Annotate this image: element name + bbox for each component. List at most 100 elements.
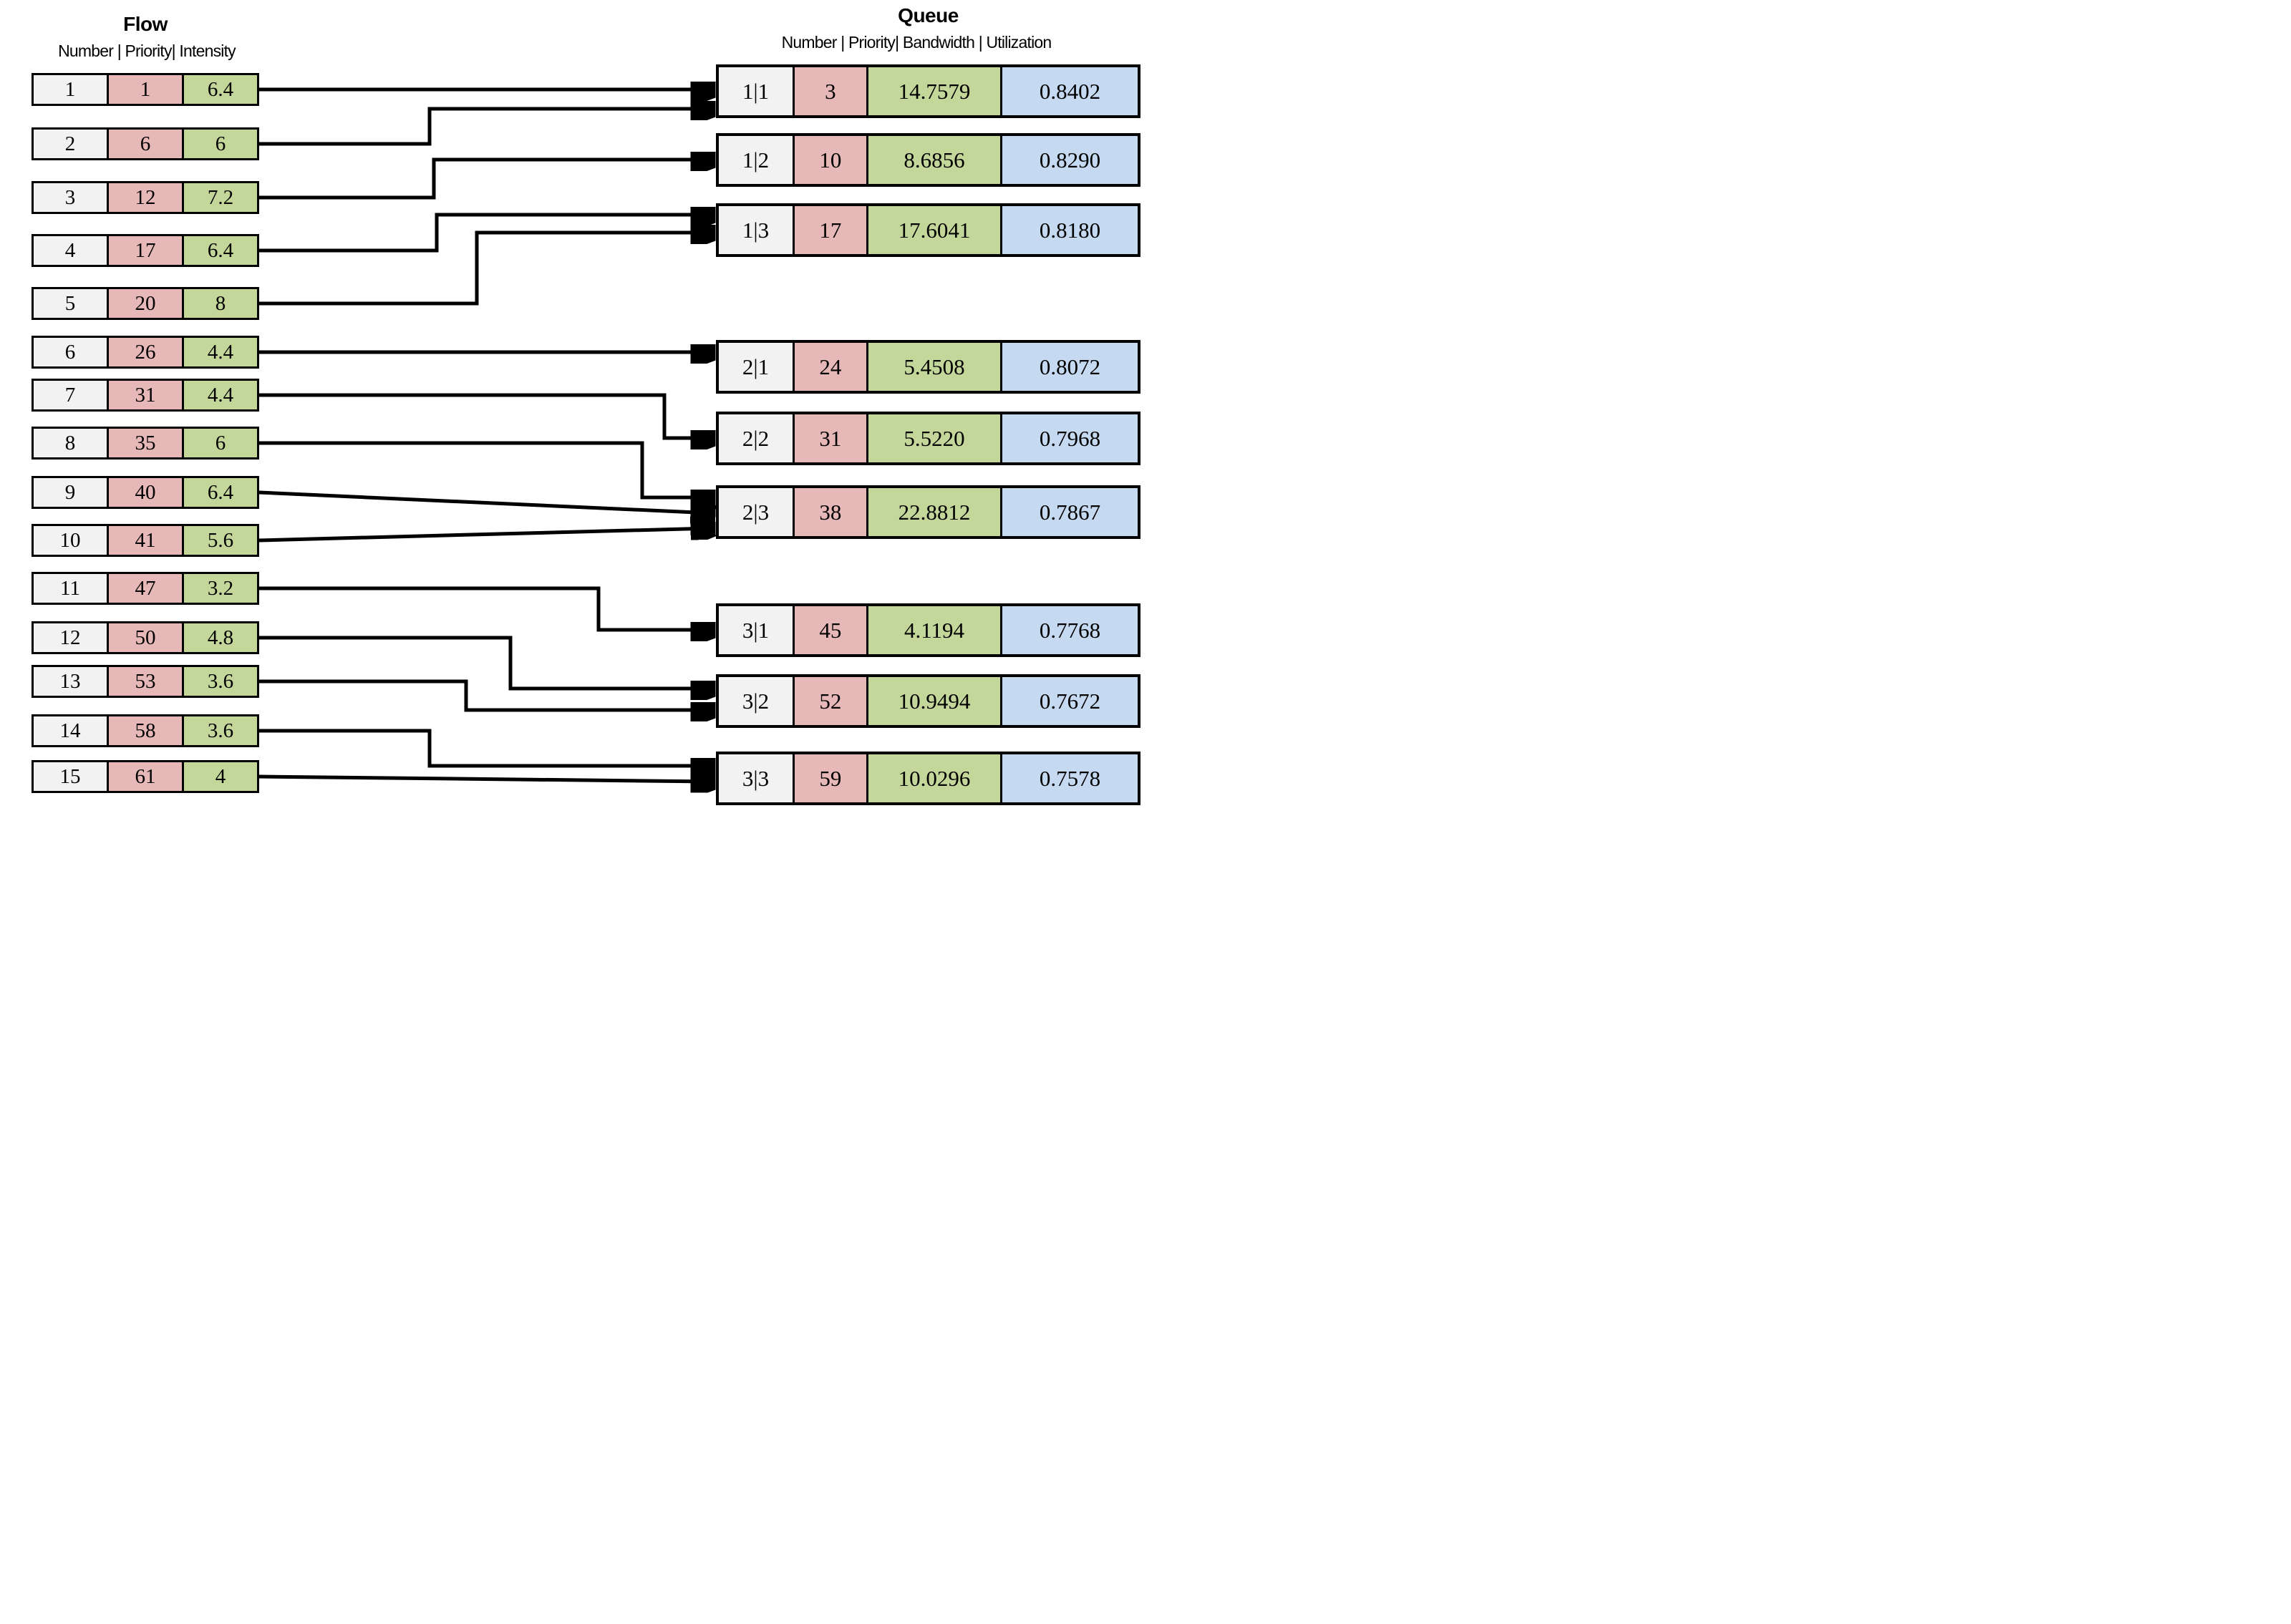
- queue-number-cell: 1|1: [719, 67, 793, 115]
- flow-row-4: 4 17 6.4: [32, 234, 259, 267]
- flow-intensity-cell: 3.6: [182, 716, 257, 745]
- arrow-flow11-queue3-1: [259, 586, 712, 630]
- queue-bandwidth-cell: 8.6856: [866, 136, 1001, 184]
- arrow-flow7-queue2-2: [259, 393, 712, 438]
- flow-priority-cell: 53: [107, 667, 182, 696]
- flow-queue-diagram: Flow Number | Priority| Intensity Queue …: [0, 0, 1146, 812]
- flow-intensity-cell: 6.4: [182, 478, 257, 507]
- queue-priority-cell: 52: [792, 677, 866, 725]
- queue-number-cell: 1|2: [719, 136, 793, 184]
- queue-utilization-cell: 0.7672: [1000, 677, 1138, 725]
- flow-number-cell: 1: [34, 75, 107, 104]
- flow-intensity-cell: 4: [182, 762, 257, 791]
- queue-utilization-cell: 0.7968: [1000, 414, 1138, 462]
- flow-number-cell: 12: [34, 623, 107, 652]
- queue-row-1-3: 1|3 17 17.6041 0.8180: [716, 203, 1140, 257]
- flow-priority-cell: 47: [107, 574, 182, 603]
- arrow-flow10-queue2-3: [258, 528, 712, 543]
- flow-row-8: 8 35 6: [32, 427, 259, 460]
- flow-number-cell: 11: [34, 574, 107, 603]
- flow-intensity-cell: 6: [182, 429, 257, 457]
- queue-row-1-2: 1|2 10 8.6856 0.8290: [716, 133, 1140, 187]
- flow-priority-cell: 17: [107, 236, 182, 265]
- arrow-flow2-queue1-1: [259, 109, 712, 146]
- queue-bandwidth-cell: 17.6041: [866, 206, 1001, 254]
- flow-intensity-cell: 5.6: [182, 526, 257, 555]
- flow-intensity-cell: 4.4: [182, 338, 257, 366]
- queue-priority-cell: 17: [792, 206, 866, 254]
- queue-bandwidth-cell: 4.1194: [866, 606, 1001, 654]
- flow-number-cell: 15: [34, 762, 107, 791]
- queue-bandwidth-cell: 10.9494: [866, 677, 1001, 725]
- queue-bandwidth-cell: 14.7579: [866, 67, 1001, 115]
- arrow-flow3-queue1-2: [259, 160, 712, 200]
- flow-number-cell: 8: [34, 429, 107, 457]
- queue-bandwidth-cell: 22.8812: [866, 488, 1001, 536]
- flow-intensity-cell: 6.4: [182, 236, 257, 265]
- flow-priority-cell: 50: [107, 623, 182, 652]
- flow-priority-cell: 35: [107, 429, 182, 457]
- arrow-flow13-queue3-2: [259, 679, 712, 710]
- flow-number-cell: 3: [34, 183, 107, 212]
- flow-row-9: 9 40 6.4: [32, 476, 259, 509]
- flow-row-13: 13 53 3.6: [32, 665, 259, 698]
- flow-number-cell: 2: [34, 130, 107, 158]
- arrow-flow14-queue3-3: [259, 729, 712, 766]
- queue-priority-cell: 59: [792, 754, 866, 802]
- flow-intensity-cell: 8: [182, 289, 257, 318]
- queue-number-cell: 2|2: [719, 414, 793, 462]
- queue-utilization-cell: 0.8072: [1000, 343, 1138, 391]
- flow-number-cell: 7: [34, 381, 107, 409]
- flow-row-11: 11 47 3.2: [32, 572, 259, 605]
- flow-priority-cell: 41: [107, 526, 182, 555]
- arrow-flow8-queue2-3: [259, 441, 712, 497]
- queue-priority-cell: 10: [792, 136, 866, 184]
- flow-row-7: 7 31 4.4: [32, 379, 259, 412]
- queue-priority-cell: 38: [792, 488, 866, 536]
- queue-row-3-2: 3|2 52 10.9494 0.7672: [716, 674, 1140, 728]
- queue-utilization-cell: 0.7578: [1000, 754, 1138, 802]
- queue-priority-cell: 45: [792, 606, 866, 654]
- queue-table-title: Queue: [898, 4, 959, 26]
- flow-priority-cell: 40: [107, 478, 182, 507]
- queue-number-cell: 2|1: [719, 343, 793, 391]
- queue-priority-cell: 31: [792, 414, 866, 462]
- flow-priority-cell: 12: [107, 183, 182, 212]
- arrow-flow15-queue3-3: [258, 777, 712, 782]
- flow-row-6: 6 26 4.4: [32, 336, 259, 369]
- queue-bandwidth-cell: 10.0296: [866, 754, 1001, 802]
- flow-row-3: 3 12 7.2: [32, 181, 259, 214]
- queue-utilization-cell: 0.7867: [1000, 488, 1138, 536]
- queue-number-cell: 3|1: [719, 606, 793, 654]
- queue-number-cell: 3|3: [719, 754, 793, 802]
- flow-intensity-cell: 3.6: [182, 667, 257, 696]
- flow-number-cell: 9: [34, 478, 107, 507]
- queue-priority-cell: 24: [792, 343, 866, 391]
- flow-priority-cell: 6: [107, 130, 182, 158]
- flow-priority-cell: 26: [107, 338, 182, 366]
- flow-table-title: Flow: [123, 13, 168, 35]
- queue-table-subtitle: Number | Priority| Bandwidth | Utilizati…: [781, 33, 1052, 52]
- flow-row-1: 1 1 6.4: [32, 73, 259, 106]
- flow-number-cell: 13: [34, 667, 107, 696]
- flow-row-2: 2 6 6: [32, 127, 259, 160]
- flow-table-subtitle: Number | Priority| Intensity: [58, 42, 236, 60]
- flow-number-cell: 10: [34, 526, 107, 555]
- flow-number-cell: 6: [34, 338, 107, 366]
- queue-priority-cell: 3: [792, 67, 866, 115]
- queue-bandwidth-cell: 5.5220: [866, 414, 1001, 462]
- queue-bandwidth-cell: 5.4508: [866, 343, 1001, 391]
- queue-row-1-1: 1|1 3 14.7579 0.8402: [716, 64, 1140, 118]
- queue-utilization-cell: 0.7768: [1000, 606, 1138, 654]
- queue-number-cell: 2|3: [719, 488, 793, 536]
- flow-intensity-cell: 6: [182, 130, 257, 158]
- arrow-flow9-queue2-3: [258, 490, 712, 513]
- flow-number-cell: 5: [34, 289, 107, 318]
- flow-intensity-cell: 7.2: [182, 183, 257, 212]
- queue-row-2-3: 2|3 38 22.8812 0.7867: [716, 485, 1140, 539]
- flow-priority-cell: 31: [107, 381, 182, 409]
- queue-row-3-1: 3|1 45 4.1194 0.7768: [716, 603, 1140, 657]
- flow-row-12: 12 50 4.8: [32, 621, 259, 654]
- queue-row-2-1: 2|1 24 5.4508 0.8072: [716, 340, 1140, 394]
- flow-priority-cell: 58: [107, 716, 182, 745]
